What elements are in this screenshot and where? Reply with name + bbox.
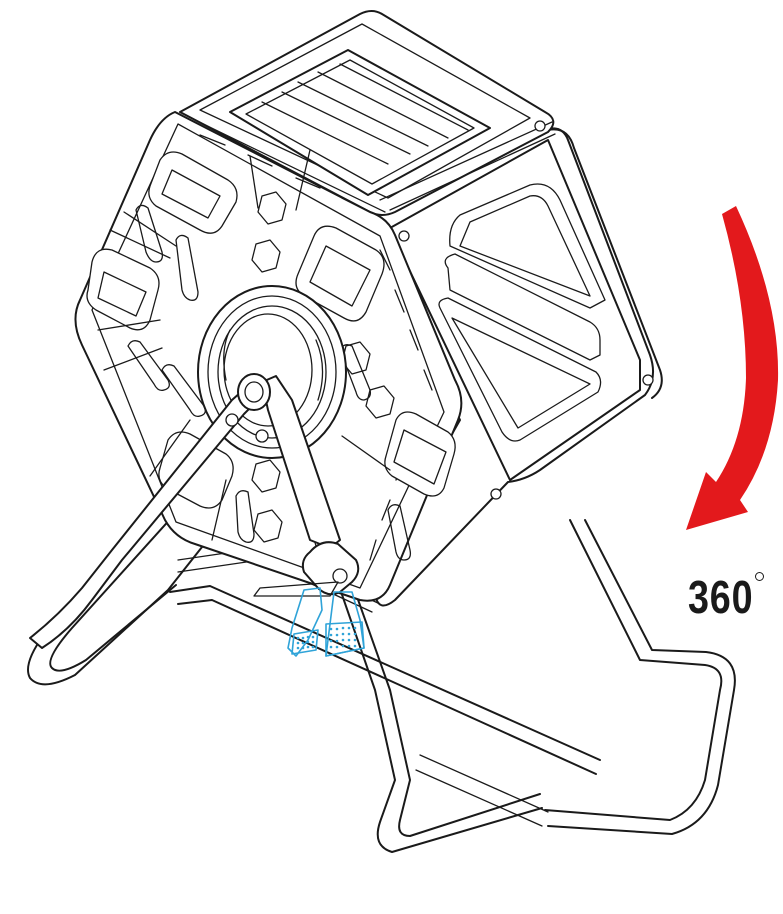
pedal-lock-icon [287,587,365,657]
pedal-grip-dots [296,626,357,650]
stand-frame [27,397,736,853]
rotation-angle-label: 360 [688,571,754,623]
front-stand-arms [29,373,360,649]
degree-icon [755,572,764,581]
drum-top-lid [179,10,556,216]
curved-arrow-icon [686,206,779,530]
